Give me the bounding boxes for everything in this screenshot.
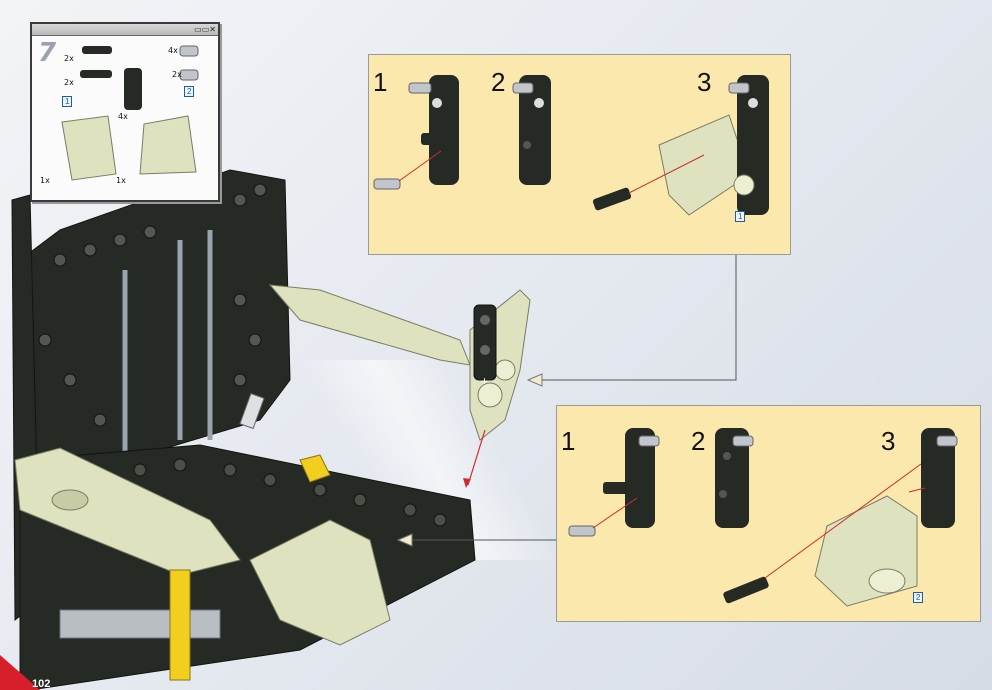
box-label: 2	[184, 86, 195, 97]
subassembly-panel-bottom: 1 2 3 2	[556, 405, 981, 622]
window-titlebar	[32, 24, 218, 36]
substep-number: 3	[697, 67, 712, 97]
panel-bottom-illustration	[568, 428, 958, 607]
box-label: 1	[735, 211, 746, 222]
step-number: 7	[38, 38, 57, 68]
svg-text:+: +	[481, 374, 488, 388]
qty-label: 2x	[64, 54, 74, 63]
parts-illustration	[61, 45, 199, 181]
substep-number: 2	[691, 426, 706, 456]
subassembly-panel-top: 1 2 3 1	[368, 54, 791, 255]
panel-top-illustration	[373, 75, 769, 216]
qty-label: 4x	[168, 46, 178, 55]
box-label: 2	[913, 592, 924, 603]
parts-list-window: ▭▭✕ 7 2x 2x 4x 2x 4x 1x 1x 1 2	[30, 22, 220, 202]
qty-label: 1x	[116, 176, 126, 185]
qty-label: 1x	[40, 176, 50, 185]
box-label: 1	[62, 96, 73, 107]
window-controls-icon: ▭▭✕	[194, 25, 216, 34]
page-number: 102	[32, 678, 51, 690]
substep-number: 3	[881, 426, 896, 456]
qty-label: 4x	[118, 112, 128, 121]
qty-label: 2x	[172, 70, 182, 79]
qty-label: 2x	[64, 78, 74, 87]
substep-number: 1	[373, 67, 388, 97]
substep-number: 2	[491, 67, 506, 97]
substep-number: 1	[561, 426, 576, 456]
